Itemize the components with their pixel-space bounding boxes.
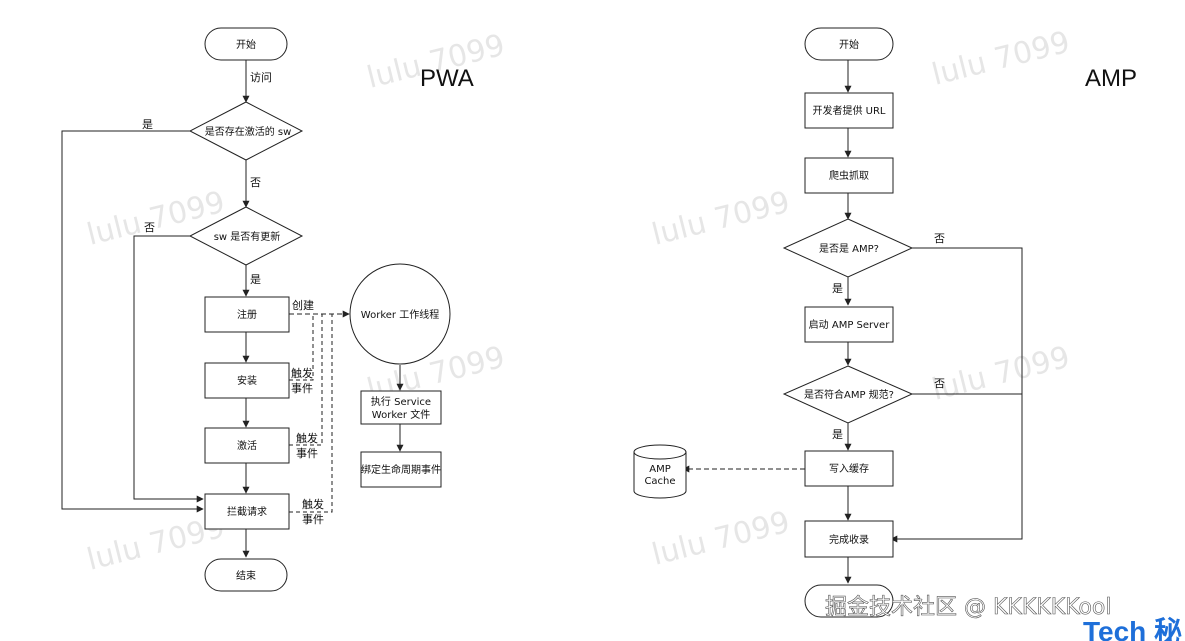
edge-activate-trigger — [289, 314, 323, 446]
amp-decision-is-amp — [782, 218, 914, 278]
pwa-start-node — [204, 27, 288, 61]
edge-no-to-intercept — [133, 235, 204, 503]
pwa-decision-update-label: sw 是否有更新 — [214, 230, 281, 243]
pwa-create-label: 创建 — [292, 298, 314, 312]
pwa-install-node — [204, 362, 290, 399]
pwa-trigger1-label-b: 事件 — [291, 382, 313, 395]
amp-start-server-node — [804, 306, 894, 343]
watermark-text: lulu 7099 — [928, 340, 1073, 408]
amp-decision-conforms — [782, 365, 914, 424]
pwa-title: PWA — [420, 65, 474, 92]
pwa-start-label: 开始 — [236, 38, 256, 51]
pwa-execute-label-line2: Worker 文件 — [372, 408, 430, 421]
amp-title: AMP — [1085, 65, 1137, 92]
pwa-bind-lifecycle-node — [360, 451, 442, 488]
pwa-intercept-node — [204, 493, 290, 530]
pwa-trigger2-label-b: 事件 — [296, 447, 318, 460]
amp-start-node — [804, 27, 894, 61]
pwa-trigger3-label-b: 事件 — [302, 513, 324, 526]
pwa-end-node — [204, 558, 288, 592]
amp-decision-conforms-label: 是否符合AMP 规范? — [804, 388, 894, 401]
pwa-intercept-label: 拦截请求 — [227, 505, 267, 518]
amp-yes1-label: 是 — [832, 282, 843, 295]
watermark-text: lulu 7099 — [648, 505, 793, 573]
pwa-visit-label: 访问 — [250, 71, 272, 84]
amp-write-cache-node — [804, 450, 894, 487]
pwa-decision-update — [188, 206, 304, 266]
pwa-worker-thread-label: Worker 工作线程 — [361, 308, 439, 321]
watermark-text: lulu 7099 — [928, 25, 1073, 93]
amp-provide-url-label: 开发者提供 URL — [812, 104, 885, 117]
pwa-execute-label-line1: 执行 Service — [371, 395, 431, 408]
pwa-bind-lifecycle-label: 绑定生命周期事件 — [361, 463, 441, 476]
pwa-no1-label: 否 — [250, 176, 261, 189]
pwa-activate-node — [204, 427, 290, 464]
pwa-no2-label: 否 — [144, 221, 155, 234]
amp-write-cache-label: 写入缓存 — [829, 462, 869, 475]
pwa-trigger1-label-a: 触发 — [291, 366, 313, 380]
pwa-install-label: 安装 — [237, 374, 257, 387]
pwa-execute-node — [360, 390, 442, 425]
pwa-trigger2-label-a: 触发 — [296, 431, 318, 445]
amp-cache-database: AMP Cache — [633, 444, 687, 499]
amp-end-node — [804, 584, 894, 618]
pwa-trigger3-label-a: 触发 — [302, 497, 324, 511]
pwa-worker-thread-node — [349, 263, 451, 365]
edge-intercept-trigger — [289, 314, 333, 513]
amp-provide-url-node — [804, 92, 894, 129]
amp-yes2-label: 是 — [832, 428, 843, 441]
amp-crawl-label: 爬虫抓取 — [829, 169, 869, 182]
amp-decision-is-amp-label: 是否是 AMP? — [819, 243, 879, 255]
amp-cache-label-line2: Cache — [644, 476, 675, 487]
pwa-activate-label: 激活 — [237, 439, 257, 452]
pwa-decision-active-sw — [188, 101, 304, 161]
amp-cache-label-line1: AMP — [649, 464, 671, 475]
pwa-register-label: 注册 — [237, 308, 257, 321]
amp-complete-label: 完成收录 — [829, 533, 869, 546]
watermark-text: lulu 7099 — [648, 185, 793, 253]
footer-tech-logo: Tech 秘 — [1083, 616, 1182, 641]
amp-nodes: 开始 开发者提供 URL 爬虫抓取 是否是 AMP? 否 是 启动 AMP Se… — [633, 27, 945, 618]
pwa-yes1-label: 是 — [142, 118, 153, 131]
edge-yes-to-intercept — [61, 130, 204, 513]
pwa-end-label: 结束 — [236, 569, 256, 582]
amp-start-server-label: 启动 AMP Server — [809, 318, 891, 331]
pwa-yes2-label: 是 — [250, 273, 261, 286]
pwa-nodes: 开始 访问 是否存在激活的 sw 是 否 sw 是否有更新 否 是 注册 创建 … — [142, 27, 451, 592]
amp-no2-label: 否 — [934, 377, 945, 390]
amp-crawl-node — [804, 157, 894, 194]
amp-no1-label: 否 — [934, 232, 945, 245]
pwa-decision-active-sw-label: 是否存在激活的 sw — [205, 125, 292, 138]
footer-watermark: 掘金技术社区 @ KKKKKKool — [825, 595, 1111, 620]
pwa-register-node — [204, 296, 290, 333]
amp-start-label: 开始 — [839, 38, 859, 51]
edge-install-trigger — [289, 314, 314, 381]
amp-flowchart — [682, 60, 1023, 584]
pwa-flowchart — [61, 60, 404, 558]
amp-complete-node — [804, 520, 894, 558]
